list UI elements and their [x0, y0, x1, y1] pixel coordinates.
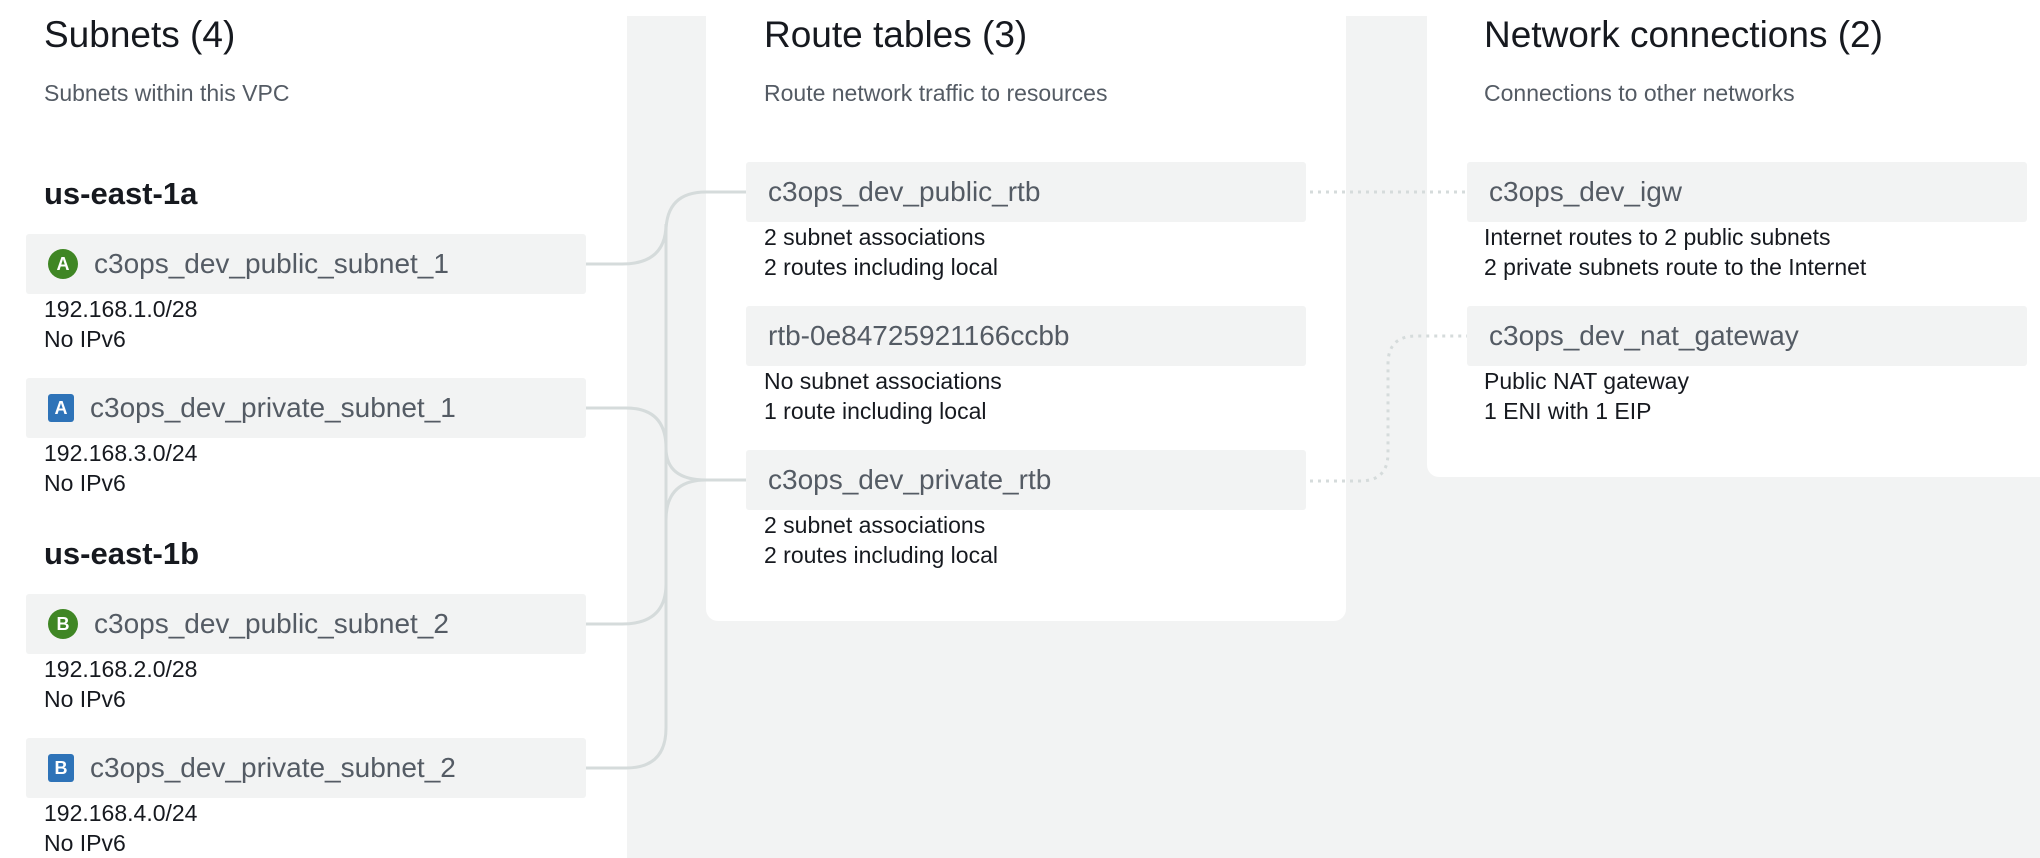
connection-detail-line: 2 private subnets route to the Internet [1484, 254, 1867, 280]
connection-name: c3ops_dev_igw [1489, 176, 1683, 207]
private-subnet-badge-icon: B [48, 754, 74, 782]
internet-gateway-card[interactable]: c3ops_dev_igw [1467, 162, 2027, 222]
network-connections-subtitle: Connections to other networks [1484, 80, 1795, 106]
subnet-name: c3ops_dev_private_subnet_1 [90, 392, 456, 423]
connection-details: Internet routes to 2 public subnets 2 pr… [1484, 222, 1866, 282]
route-table-details: 2 subnet associations 2 routes including… [764, 510, 998, 570]
subnet-details: 192.168.3.0/24 No IPv6 [44, 438, 197, 498]
subnet-cidr: 192.168.4.0/24 [44, 800, 198, 826]
network-connections-panel [1427, 16, 2040, 477]
public-subnet-badge-icon: A [48, 249, 78, 279]
connector-private-subnet-2 [586, 478, 707, 770]
route-table-name: c3ops_dev_public_rtb [768, 176, 1041, 207]
subnet-name: c3ops_dev_private_subnet_2 [90, 752, 456, 783]
connection-details: Public NAT gateway 1 ENI with 1 EIP [1484, 366, 1689, 426]
route-tables-title: Route tables (3) [764, 14, 1028, 55]
subnets-subtitle: Subnets within this VPC [44, 80, 290, 106]
subnet-ipv6: No IPv6 [44, 470, 126, 496]
route-table-details: No subnet associations 1 route including… [764, 366, 1002, 426]
subnet-name: c3ops_dev_public_subnet_2 [94, 608, 449, 639]
connection-detail-line: Public NAT gateway [1484, 368, 1689, 394]
subnet-card-public-1[interactable]: A c3ops_dev_public_subnet_1 [26, 234, 586, 294]
connector-private-rtb-nat [1310, 334, 1467, 483]
nat-gateway-card[interactable]: c3ops_dev_nat_gateway [1467, 306, 2027, 366]
connector-public-subnet-2 [586, 232, 668, 626]
subnet-details: 192.168.1.0/28 No IPv6 [44, 294, 197, 354]
connection-detail-line: Internet routes to 2 public subnets [1484, 224, 1831, 250]
subnet-card-private-2[interactable]: B c3ops_dev_private_subnet_2 [26, 738, 586, 798]
availability-zone-label: us-east-1b [44, 536, 200, 571]
subnets-panel: Subnets (4) Subnets within this VPC us-e… [0, 0, 627, 858]
subnet-ipv6: No IPv6 [44, 686, 126, 712]
route-table-routes: 2 routes including local [764, 254, 998, 280]
subnet-cidr: 192.168.3.0/24 [44, 440, 198, 466]
route-tables-subtitle: Route network traffic to resources [764, 80, 1108, 106]
subnet-ipv6: No IPv6 [44, 326, 126, 352]
route-table-card-public[interactable]: c3ops_dev_public_rtb [746, 162, 1306, 222]
connector-public-subnet-1 [586, 190, 746, 266]
subnet-card-private-1[interactable]: A c3ops_dev_private_subnet_1 [26, 378, 586, 438]
connection-name: c3ops_dev_nat_gateway [1489, 320, 1799, 351]
route-table-associations: 2 subnet associations [764, 224, 986, 250]
private-subnet-badge-icon: A [48, 394, 74, 422]
route-table-card-main[interactable]: rtb-0e84725921166ccbb [746, 306, 1306, 366]
subnet-ipv6: No IPv6 [44, 830, 126, 856]
subnet-card-public-2[interactable]: B c3ops_dev_public_subnet_2 [26, 594, 586, 654]
subnet-details: 192.168.2.0/28 No IPv6 [44, 654, 197, 714]
network-connections-title: Network connections (2) [1484, 14, 1883, 55]
route-table-associations: No subnet associations [764, 368, 1002, 394]
public-subnet-badge-icon: B [48, 609, 78, 639]
connection-detail-line: 1 ENI with 1 EIP [1484, 398, 1652, 424]
subnet-route-connectors [586, 190, 746, 770]
route-table-name: rtb-0e84725921166ccbb [768, 320, 1070, 351]
subnet-name: c3ops_dev_public_subnet_1 [94, 248, 449, 279]
subnets-title: Subnets (4) [44, 14, 236, 55]
subnet-details: 192.168.4.0/24 No IPv6 [44, 798, 197, 858]
gateway-connectors [1310, 190, 1467, 483]
route-table-name: c3ops_dev_private_rtb [768, 464, 1052, 495]
route-table-routes: 1 route including local [764, 398, 987, 424]
subnet-cidr: 192.168.1.0/28 [44, 296, 198, 322]
route-table-card-private[interactable]: c3ops_dev_private_rtb [746, 450, 1306, 510]
route-table-details: 2 subnet associations 2 routes including… [764, 222, 998, 282]
connector-private-subnet-1 [586, 406, 746, 482]
route-table-routes: 2 routes including local [764, 542, 998, 568]
availability-zone-label: us-east-1a [44, 176, 198, 211]
route-table-associations: 2 subnet associations [764, 512, 986, 538]
subnet-cidr: 192.168.2.0/28 [44, 656, 198, 682]
